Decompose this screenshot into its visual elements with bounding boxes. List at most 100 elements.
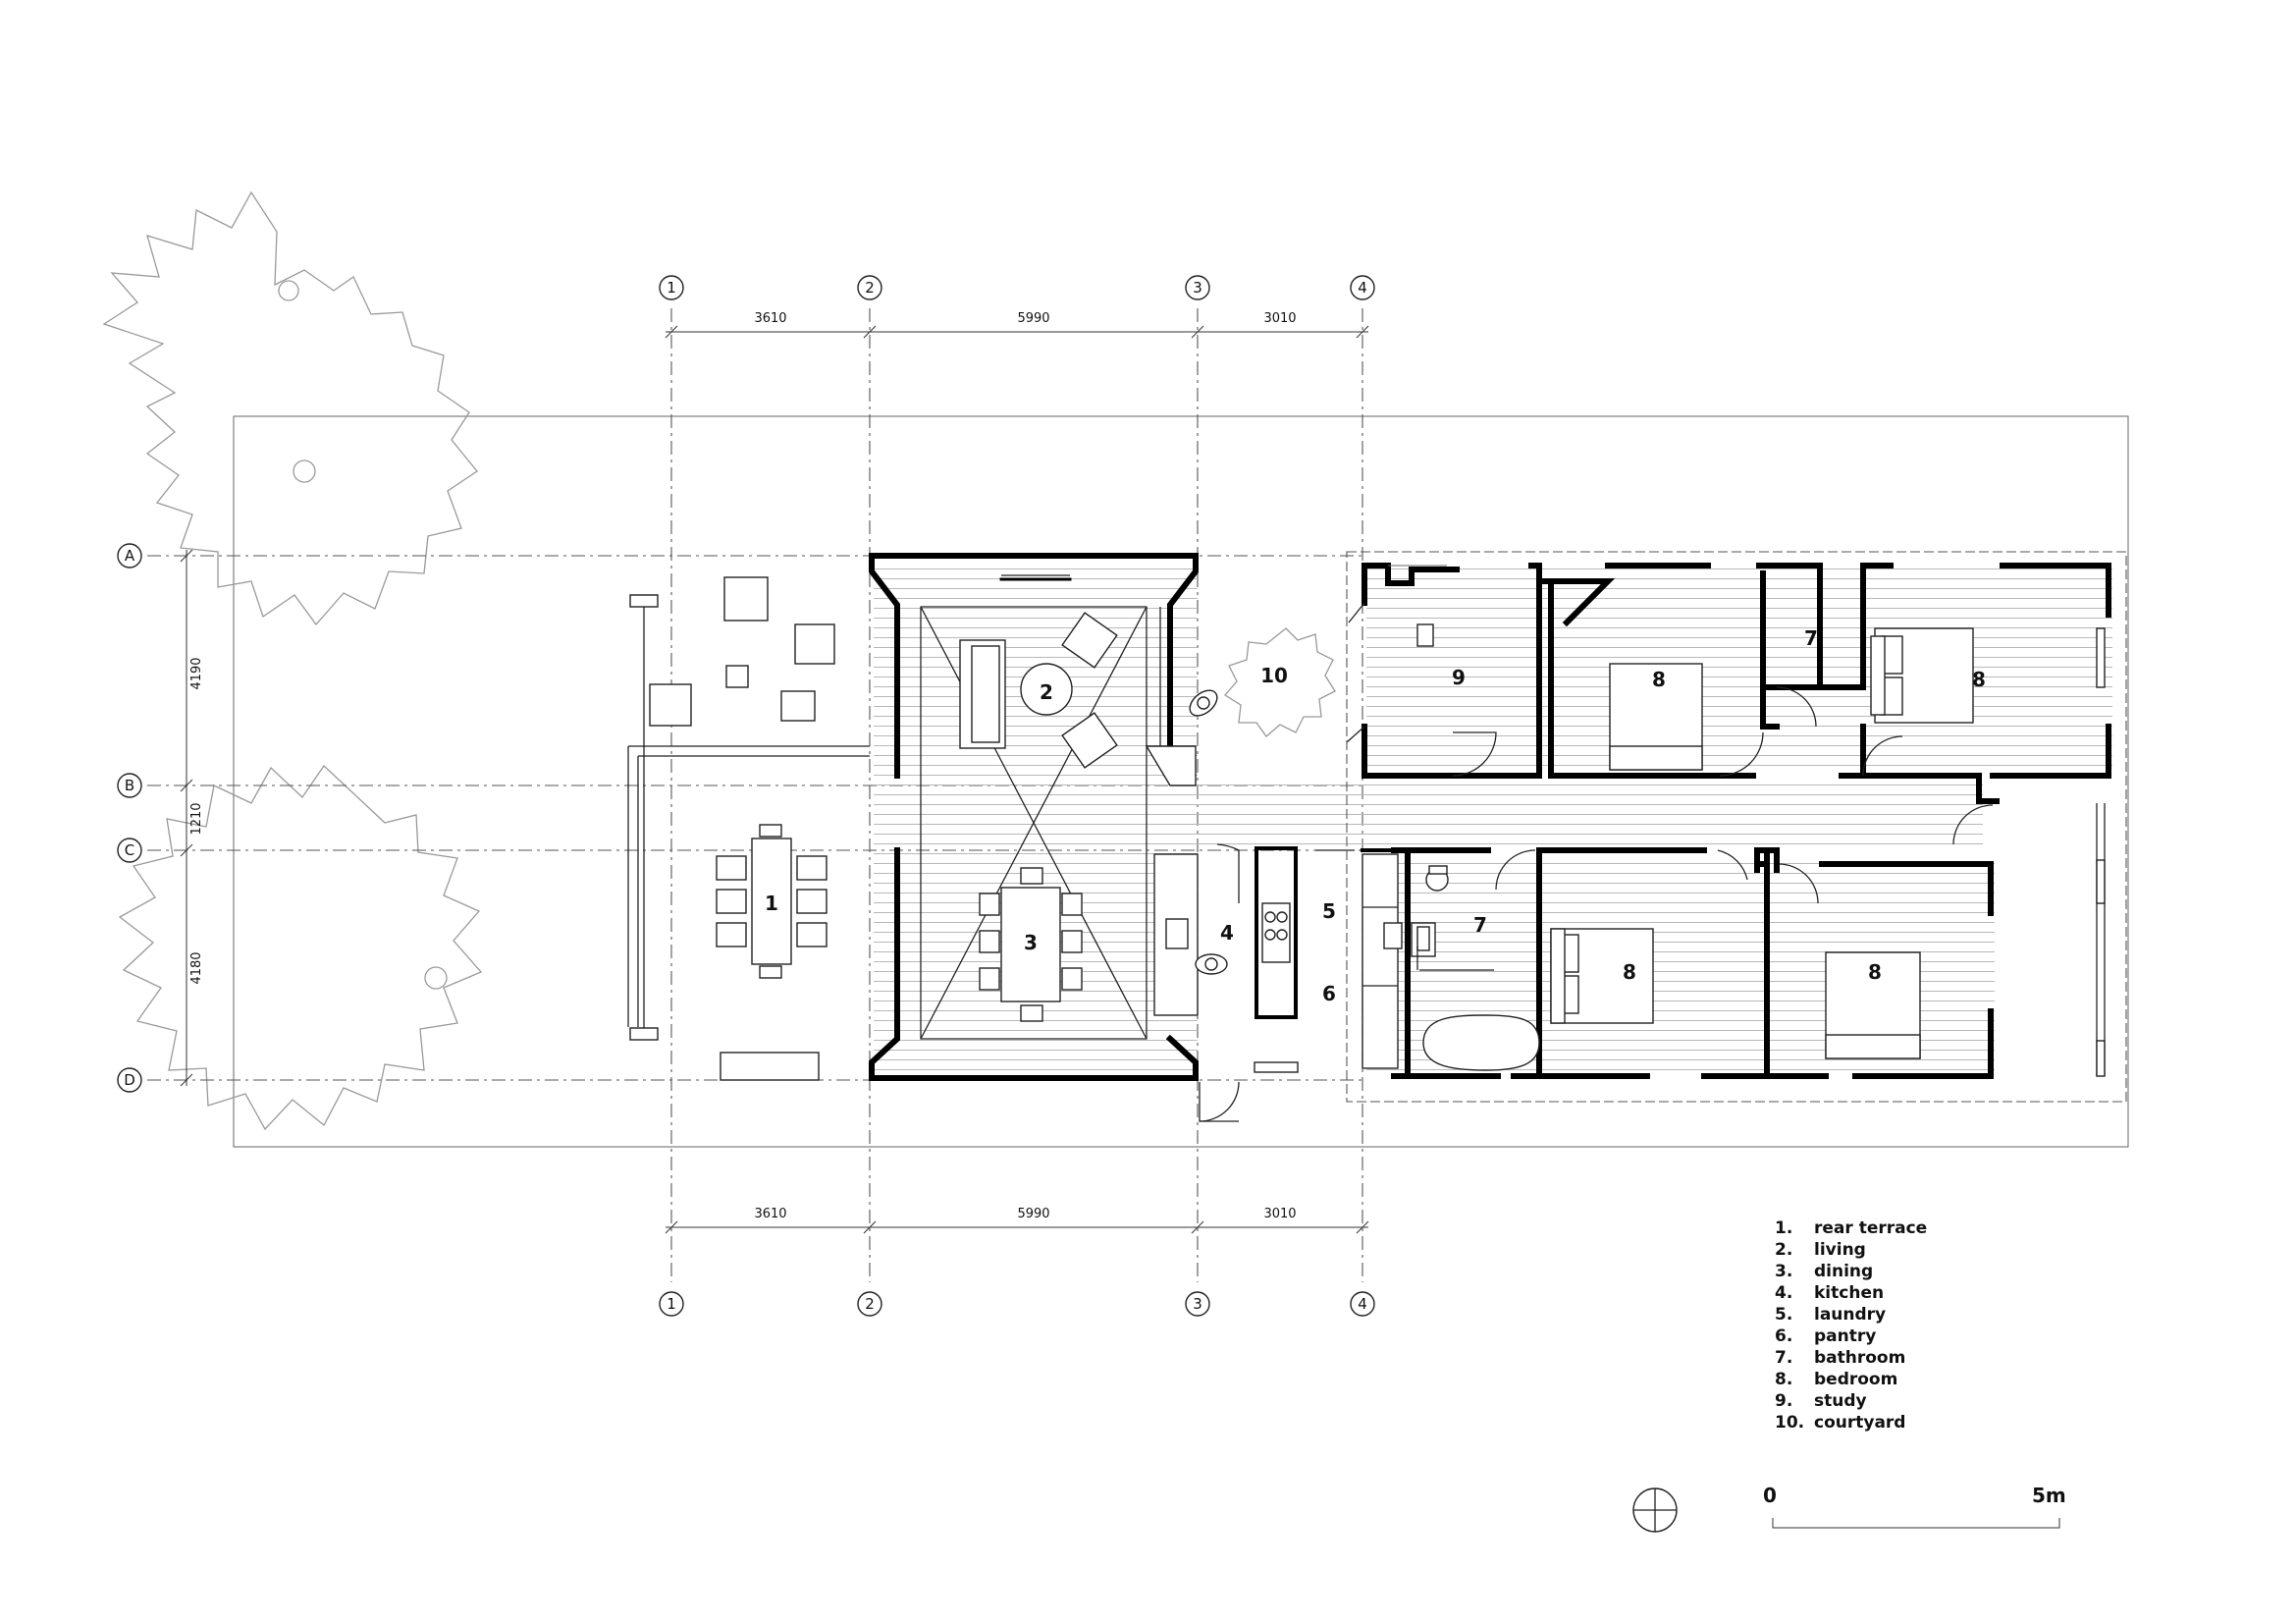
- bedroom-wing-walls: [1362, 563, 2111, 804]
- svg-text:10.: 10.: [1775, 1413, 1804, 1433]
- grid-bubble-C: C: [117, 838, 142, 863]
- room-label-laundry: 5: [1322, 899, 1336, 923]
- person-icon: [1195, 953, 1228, 975]
- south-door: [1199, 1061, 1299, 1122]
- grid-bubble-B: B: [117, 773, 142, 798]
- dimension-label: 5990: [1017, 311, 1049, 326]
- doors: [1346, 602, 1994, 904]
- svg-text:5.: 5.: [1775, 1305, 1792, 1325]
- person-icon: [1189, 689, 1218, 717]
- bathroom-fixtures: [1383, 865, 1540, 1071]
- bedroom-wing-floor: [1366, 566, 2112, 772]
- room-label-bathroom: 7: [1473, 913, 1487, 937]
- grid-bubble-2-top: 2: [857, 275, 882, 300]
- room-label-bedroom: 8: [1623, 960, 1636, 984]
- scale-bar: 0 5m: [1763, 1484, 2066, 1529]
- svg-text:4: 4: [1358, 279, 1367, 297]
- room-label-bathroom: 7: [1804, 626, 1818, 650]
- bed: [1550, 928, 1654, 1024]
- dimension-label: 5990: [1017, 1207, 1049, 1221]
- dimension-label: 3610: [754, 1207, 786, 1221]
- svg-text:laundry: laundry: [1814, 1305, 1886, 1325]
- svg-text:1: 1: [667, 1295, 676, 1313]
- grid-bubble-2-bottom: 2: [857, 1291, 882, 1317]
- svg-text:bathroom: bathroom: [1814, 1348, 1905, 1368]
- bed: [1870, 627, 1974, 724]
- room-label-rear-terrace: 1: [765, 892, 778, 915]
- grid-bubble-1-bottom: 1: [659, 1291, 684, 1317]
- kitchen: [1153, 843, 1355, 1019]
- svg-text:3: 3: [1193, 279, 1202, 297]
- svg-text:dining: dining: [1814, 1262, 1873, 1281]
- hall-floor: [1198, 776, 1983, 850]
- grid-bubble-4-top: 4: [1350, 275, 1375, 300]
- pavilion-walls: [869, 553, 1199, 1081]
- svg-text:7.: 7.: [1775, 1348, 1792, 1368]
- dimension-string-top: 3610 5990 3010: [665, 311, 1369, 339]
- dimension-label: 3610: [754, 311, 786, 326]
- grid-bubble-3-top: 3: [1185, 275, 1210, 300]
- room-label-courtyard: 10: [1260, 664, 1288, 687]
- room-label-pantry: 6: [1322, 982, 1336, 1005]
- svg-text:B: B: [125, 777, 134, 794]
- svg-text:kitchen: kitchen: [1814, 1283, 1884, 1303]
- dimension-label: 4190: [189, 657, 204, 689]
- study-desk: [1416, 623, 1434, 647]
- eave-line: [1346, 551, 2127, 1103]
- dimension-label: 3010: [1263, 1207, 1296, 1221]
- bed: [1609, 663, 1703, 771]
- dimension-label: 1210: [189, 802, 204, 835]
- svg-text:pantry: pantry: [1814, 1326, 1876, 1346]
- svg-text:A: A: [125, 547, 135, 565]
- dimension-label: 3010: [1263, 311, 1296, 326]
- svg-text:courtyard: courtyard: [1814, 1413, 1905, 1433]
- room-label-bedroom: 8: [1652, 668, 1666, 691]
- lower-wing-walls: [1391, 847, 1994, 1079]
- svg-text:D: D: [124, 1071, 135, 1089]
- svg-text:rear terrace: rear terrace: [1814, 1218, 1927, 1238]
- dining-furniture: [979, 867, 1083, 1022]
- tree-icon: [118, 765, 483, 1131]
- laundry-pantry: [1361, 848, 1399, 1069]
- rear-terrace: [627, 576, 870, 1081]
- room-label-study: 9: [1452, 666, 1466, 689]
- svg-text:2: 2: [865, 1295, 875, 1313]
- svg-text:study: study: [1814, 1391, 1867, 1411]
- grid-bubble-A: A: [117, 543, 142, 568]
- grid-bubble-3-bottom: 3: [1185, 1291, 1210, 1317]
- svg-text:4: 4: [1358, 1295, 1367, 1313]
- grid-bubble-4-bottom: 4: [1350, 1291, 1375, 1317]
- dimension-string-bottom: 3610 5990 3010: [665, 1207, 1369, 1234]
- dimension-string-left: 4190 1210 4180: [180, 549, 204, 1087]
- room-label-bedroom: 8: [1868, 960, 1882, 984]
- svg-text:bedroom: bedroom: [1814, 1370, 1897, 1389]
- living-furniture: [959, 612, 1118, 769]
- svg-text:3: 3: [1193, 1295, 1202, 1313]
- room-label-kitchen: 4: [1220, 921, 1234, 945]
- svg-text:1.: 1.: [1775, 1218, 1792, 1238]
- svg-text:C: C: [125, 841, 134, 859]
- dimension-label: 4180: [189, 951, 204, 984]
- svg-text:6.: 6.: [1775, 1326, 1792, 1346]
- grid-bubble-1-top: 1: [659, 275, 684, 300]
- tree-icon: [1224, 627, 1336, 737]
- svg-text:3.: 3.: [1775, 1262, 1792, 1281]
- room-label-dining: 3: [1024, 931, 1038, 954]
- bed: [1825, 951, 1921, 1059]
- svg-text:1: 1: [667, 279, 676, 297]
- svg-text:8.: 8.: [1775, 1370, 1792, 1389]
- svg-text:9.: 9.: [1775, 1391, 1792, 1411]
- scale-end-label: 5m: [2032, 1484, 2066, 1507]
- grid-bubble-D: D: [117, 1067, 142, 1093]
- site-boundary: [233, 415, 2129, 1148]
- svg-text:living: living: [1814, 1240, 1866, 1260]
- scale-start-label: 0: [1763, 1484, 1777, 1507]
- tree-icon: [102, 190, 478, 626]
- svg-text:2.: 2.: [1775, 1240, 1792, 1260]
- room-label-bedroom: 8: [1972, 668, 1986, 691]
- legend: 1. rear terrace 2. living 3. dining 4. k…: [1775, 1218, 1927, 1433]
- north-point-icon: [1632, 1488, 1678, 1533]
- svg-text:4.: 4.: [1775, 1283, 1792, 1303]
- room-label-living: 2: [1040, 680, 1053, 704]
